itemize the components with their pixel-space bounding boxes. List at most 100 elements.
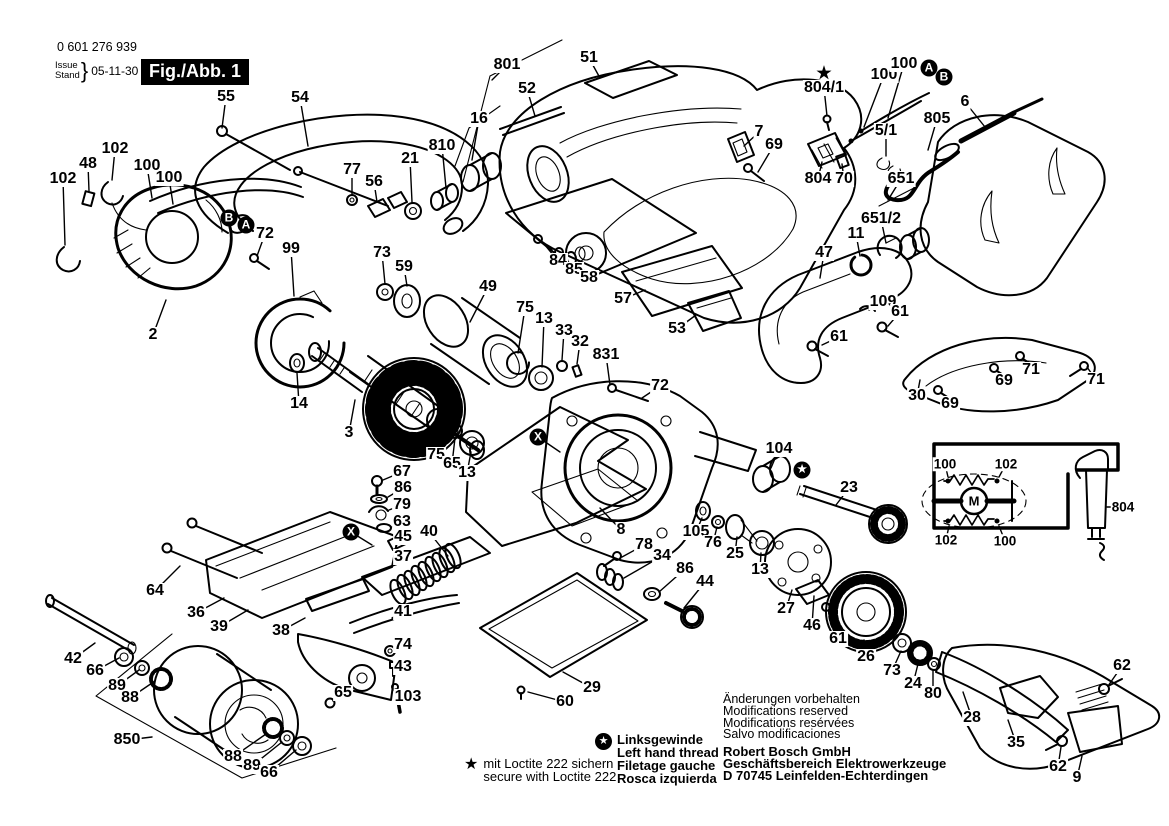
part-label-9: 9 <box>1071 769 1083 786</box>
part-label-11: 11 <box>846 225 866 242</box>
part-label-651: 651 <box>886 170 916 187</box>
company-line2: Geschäftsbereich Elektrowerkzeuge <box>723 756 947 772</box>
company-address: Robert Bosch GmbH Geschäftsbereich Elekt… <box>723 745 947 784</box>
part-label-58: 58 <box>579 269 599 286</box>
legend-lht-line4: Rosca izquierda <box>617 771 717 786</box>
part-label-76: 76 <box>703 534 723 551</box>
part-label-48: 48 <box>78 155 98 172</box>
leader-line <box>62 178 66 246</box>
notice-line3: Modifications resérvées <box>723 715 855 730</box>
part-label-84: 84 <box>548 252 568 269</box>
part-label-28: 28 <box>962 709 982 726</box>
figure-label-box: Fig./Abb. 1 <box>141 59 249 85</box>
part-label-99: 99 <box>281 240 301 257</box>
part-label-25: 25 <box>725 545 745 562</box>
part-label-810: 810 <box>427 137 457 154</box>
leader-line <box>863 74 885 128</box>
circle-letter-symbol-B: B <box>935 68 953 86</box>
small-top-parts <box>346 39 678 220</box>
part-label-75: 75 <box>515 299 535 316</box>
circle-x-symbol: X <box>529 428 547 446</box>
part-label-88: 88 <box>120 689 140 706</box>
part-label-46: 46 <box>802 617 822 634</box>
part-label-60: 60 <box>555 693 575 710</box>
part-label-67: 67 <box>392 463 412 480</box>
part-label-32: 32 <box>570 333 590 350</box>
part-label-33: 33 <box>554 322 574 339</box>
part-label-47: 47 <box>814 244 834 261</box>
part-label-78: 78 <box>634 536 654 553</box>
part-label-69: 69 <box>940 395 960 412</box>
part-label-35: 35 <box>1006 734 1026 751</box>
part-label-27: 27 <box>776 600 796 617</box>
legend-lht-line1: Linksgewinde <box>617 732 703 747</box>
part-label-5-1: 5/1 <box>873 122 899 139</box>
part-label-65: 65 <box>333 684 353 701</box>
part-label-53: 53 <box>667 320 687 337</box>
part-label-89: 89 <box>242 757 262 774</box>
part-label-651-2: 651/2 <box>859 210 903 227</box>
circle-letter-symbol-A: A <box>920 59 938 77</box>
part-label-86: 86 <box>393 479 413 496</box>
legend-left-hand-thread: ★ Linksgewinde Left hand thread Filetage… <box>595 733 719 785</box>
part-label-42: 42 <box>63 650 83 667</box>
part-label-54: 54 <box>290 89 310 106</box>
legend-loctite-line2: secure with Loctite 222 <box>483 769 617 784</box>
company-line3: D 70745 Leinfelden-Echterdingen <box>723 768 929 784</box>
part-label-52: 52 <box>517 80 537 97</box>
part-label-29: 29 <box>582 679 602 696</box>
part-label-13: 13 <box>534 310 554 327</box>
legend-lht-line2: Left hand thread <box>617 745 719 760</box>
part-label-7: 7 <box>753 123 765 140</box>
part-label-104: 104 <box>764 440 794 457</box>
part-label-38: 38 <box>271 622 291 639</box>
part-label-100: 100 <box>132 157 162 174</box>
part-label-62: 62 <box>1112 657 1132 674</box>
chassis-and-plates <box>465 406 704 700</box>
notice-line1: Änderungen vorbehalten <box>723 692 860 706</box>
part-label-69: 69 <box>994 372 1014 389</box>
part-label-40: 40 <box>419 523 439 540</box>
modifications-notice: Änderungen vorbehalten Modifications res… <box>723 692 860 742</box>
legend-lht-line3: Filetage gauche <box>617 758 716 773</box>
part-label-66: 66 <box>85 662 105 679</box>
part-label-39: 39 <box>209 618 229 635</box>
part-label-88: 88 <box>223 748 243 765</box>
part-label-850: 850 <box>112 731 142 748</box>
star-icon: ★ <box>464 756 479 773</box>
part-label-3: 3 <box>343 424 355 441</box>
part-label-100: 100 <box>932 456 958 472</box>
leader-line <box>541 318 545 368</box>
circle-star-symbol: ★ <box>793 461 811 479</box>
notice-line2: Modifications reserved <box>723 703 849 718</box>
part-label-61: 61 <box>829 328 849 345</box>
part-label-13: 13 <box>457 464 477 481</box>
part-label-804: 804 <box>1110 499 1136 515</box>
part-label-66: 66 <box>259 764 279 781</box>
star-symbol: ★ <box>816 63 832 83</box>
part-label-100: 100 <box>889 55 919 72</box>
notice-line4: Salvo modificaciones <box>723 727 841 742</box>
part-label-36: 36 <box>186 604 206 621</box>
part-label-30: 30 <box>907 387 927 404</box>
part-label-49: 49 <box>478 278 498 295</box>
part-label-56: 56 <box>364 173 384 190</box>
part-label-37: 37 <box>393 548 413 565</box>
part-label-102: 102 <box>48 170 78 187</box>
document-part-number: 0 601 276 939 <box>57 40 137 54</box>
part-label-34: 34 <box>652 547 672 564</box>
leader-line <box>887 63 905 119</box>
part-label-85: 85 <box>564 261 584 278</box>
part-label-69: 69 <box>764 136 784 153</box>
part-label-16: 16 <box>469 110 489 127</box>
part-label-73: 73 <box>372 244 392 261</box>
part-label-59: 59 <box>394 258 414 275</box>
part-label-804-1: 804/1 <box>802 79 846 96</box>
part-label-45: 45 <box>393 528 413 545</box>
leader-line <box>299 97 309 147</box>
part-label-75: 75 <box>426 446 446 463</box>
part-label-805: 805 <box>922 110 952 127</box>
part-label-26: 26 <box>856 648 876 665</box>
